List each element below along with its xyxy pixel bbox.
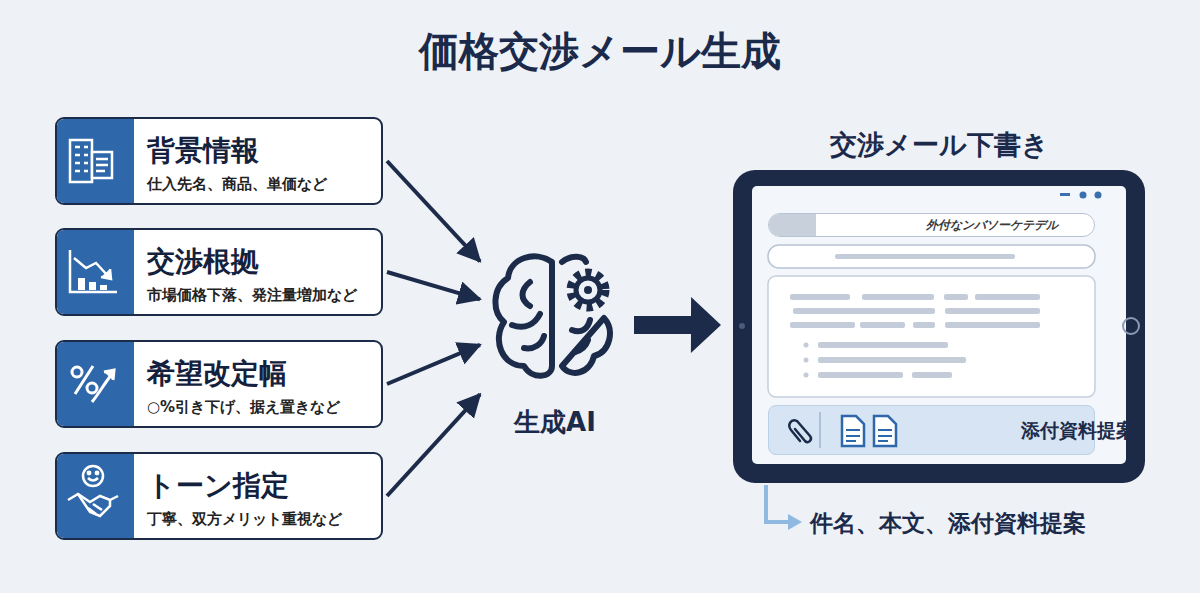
node-body: 市場価格下落、発注量増加など [147,286,357,305]
node-heading: 生成AI [480,405,630,440]
diagram-title: 価格交渉メール生成 [0,24,1200,79]
brain-gear-icon [495,256,609,375]
input-box: 背景情報仕入先名、商品、単価など [55,117,383,205]
node-heading: 交渉根拠 [147,243,259,281]
node-heading: 希望改定幅 [147,355,287,393]
subject-field: 外付なンバソーケテデル [768,213,1095,237]
ai-engine-node: 生成AI [480,248,630,438]
node-heading: 交渉メール下書き [733,127,1145,163]
node-heading: トーン指定 [147,467,289,505]
input-arrow [387,345,480,384]
tablet-node: 交渉メール下書き外付なンバソーケテデル添付資料提案 [733,125,1145,483]
node-body: 仕入先名、商品、単価など [147,175,327,194]
flow-arrow [634,297,721,353]
input-arrow [387,272,480,299]
input-arrow [387,394,480,496]
node-body: 丁寧、双方メリット重視など [147,510,342,529]
attachment-bar: 添付資料提案 [768,405,1095,455]
caption-leader [766,485,802,530]
caption-label: 件名、本文、添付資料提案 [810,508,1086,539]
input-box: 交渉根拠市場価格下落、発注量増加など [55,228,383,316]
input-box: 希望改定幅 ○%引き下げ、据え置きなど [55,340,383,428]
node-body: ○%引き下げ、据え置きなど [147,398,340,417]
node-heading: 添付資料提案 [915,418,1200,444]
node-heading: 外付なンバソーケテデル [829,217,1095,234]
node-heading: 背景情報 [147,132,259,170]
input-box: トーン指定丁寧、双方メリット重視など [55,452,383,540]
input-arrow [387,161,480,261]
